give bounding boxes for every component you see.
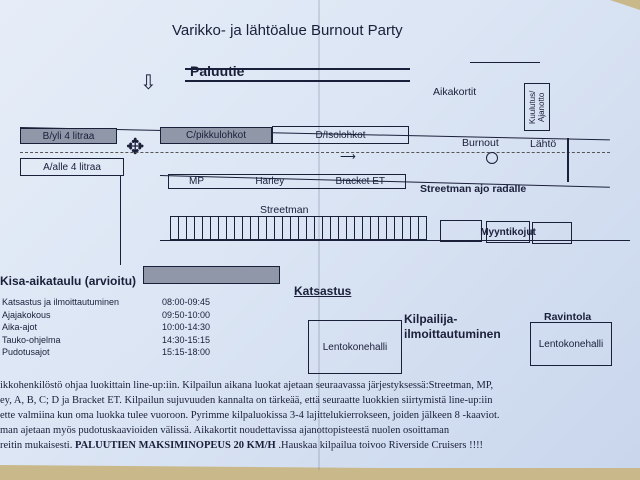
schedule-table: Katsastus ja ilmoittautuminen 08:00-09:45… xyxy=(2,296,210,359)
schedule-time: 10:00-14:30 xyxy=(162,322,211,332)
harley-lane-label: Harley xyxy=(255,176,285,187)
schedule-time: 08:00-09:45 xyxy=(162,297,211,307)
schedule-item: Katsastus ja ilmoittautuminen xyxy=(2,297,120,307)
schedule-item: Tauko-ohjelma xyxy=(2,334,61,345)
time-cards-label: Aikakortit xyxy=(433,86,477,98)
class-b-area: B/yli 4 litraa xyxy=(20,128,117,144)
paragraph-line: ette valmiina kun oma luokka tulee vuoro… xyxy=(0,410,500,421)
schedule-item: Aika-ajot xyxy=(2,322,38,332)
paragraph-line: man ajetaan myös pudotuskaavioiden välis… xyxy=(0,425,450,436)
streetman-label: Streetman xyxy=(260,204,309,216)
burnout-label: Burnout xyxy=(462,137,499,149)
direction-arrow-icon: ⟶ xyxy=(340,151,356,163)
schedule-row: Tauko-ohjelma 14:30-15:15 xyxy=(2,334,210,347)
paragraph-text: reitin mukaisesti. xyxy=(0,440,73,451)
registration-label: Kilpailija- ilmoittautuminen xyxy=(404,312,501,341)
closing-text: .Hauskaa kilpailua toivoo Riverside Crui… xyxy=(275,440,484,451)
streetman-track-label: Streetman ajo radalle xyxy=(420,183,527,195)
streetman-parking xyxy=(170,216,427,240)
mp-lane-label: MP xyxy=(189,176,204,187)
stalls-label: Myyntikojut xyxy=(480,221,536,243)
hangar-2: Lentokonehalli xyxy=(530,322,612,366)
restaurant-label: Ravintola xyxy=(544,311,592,323)
announcement-booth: Kuulutus/ Ajanotto xyxy=(524,83,550,131)
track-edge xyxy=(160,240,630,241)
class-a-area: A/alle 4 litraa xyxy=(20,158,124,176)
road-line xyxy=(185,80,410,82)
schedule-item: Ajajakokous xyxy=(2,309,51,320)
stall xyxy=(532,222,572,244)
start-label: Lähtö xyxy=(530,138,557,150)
bracket-lane-label: Bracket ET xyxy=(335,176,385,187)
schedule-item: Pudotusajot xyxy=(2,347,50,357)
schedule-heading: Kisa-aikataulu (arvioitu) xyxy=(0,274,137,288)
track-centerline xyxy=(20,152,610,153)
paragraph-line: ikkohenkilöstö ohjaa luokittain line-up:… xyxy=(0,380,494,391)
stall xyxy=(440,220,482,242)
return-road-label: Paluutie xyxy=(190,63,245,79)
class-d-area: D/Isolohkot xyxy=(272,126,409,144)
schedule-row: Aika-ajot 10:00-14:30 xyxy=(2,321,210,334)
schedule-time: 09:50-10:00 xyxy=(162,309,211,320)
burnout-marker xyxy=(486,152,498,164)
line-up-lanes: MP Harley Bracket ET xyxy=(168,174,406,189)
schedule-time: 15:15-18:00 xyxy=(162,347,211,357)
schedule-row: Ajajakokous 09:50-10:00 xyxy=(2,309,210,322)
info-paragraph: ikkohenkilöstö ohjaa luokittain line-up:… xyxy=(0,378,500,453)
start-line xyxy=(567,138,569,182)
road-line xyxy=(185,68,410,70)
schedule-time: 14:30-15:15 xyxy=(162,334,211,345)
road-line xyxy=(470,62,540,63)
class-c-area: C/pikkulohkot xyxy=(160,127,272,144)
arrow-down-icon: ⇩ xyxy=(140,72,157,94)
parking-area xyxy=(143,266,280,284)
speed-limit-notice: PALUUTIEN MAKSIMINOPEUS 20 KM/H xyxy=(74,440,276,451)
schedule-row: Katsastus ja ilmoittautuminen 08:00-09:45 xyxy=(2,296,210,309)
road-edge xyxy=(120,175,121,265)
inspection-label: Katsastus xyxy=(294,284,352,298)
crossroad-arrows-icon: ✥ xyxy=(126,134,145,159)
paragraph-line: reitin mukaisesti. PALUUTIEN MAKSIMINOPE… xyxy=(0,438,500,453)
paragraph-line: ey, A, B, C; D ja Bracket ET. Kilpailun … xyxy=(0,395,493,406)
schedule-row: Pudotusajot 15:15-18:00 xyxy=(2,346,210,359)
page-title: Varikko- ja lähtöalue Burnout Party xyxy=(172,22,403,39)
hangar-1: Lentokonehalli xyxy=(308,320,402,374)
